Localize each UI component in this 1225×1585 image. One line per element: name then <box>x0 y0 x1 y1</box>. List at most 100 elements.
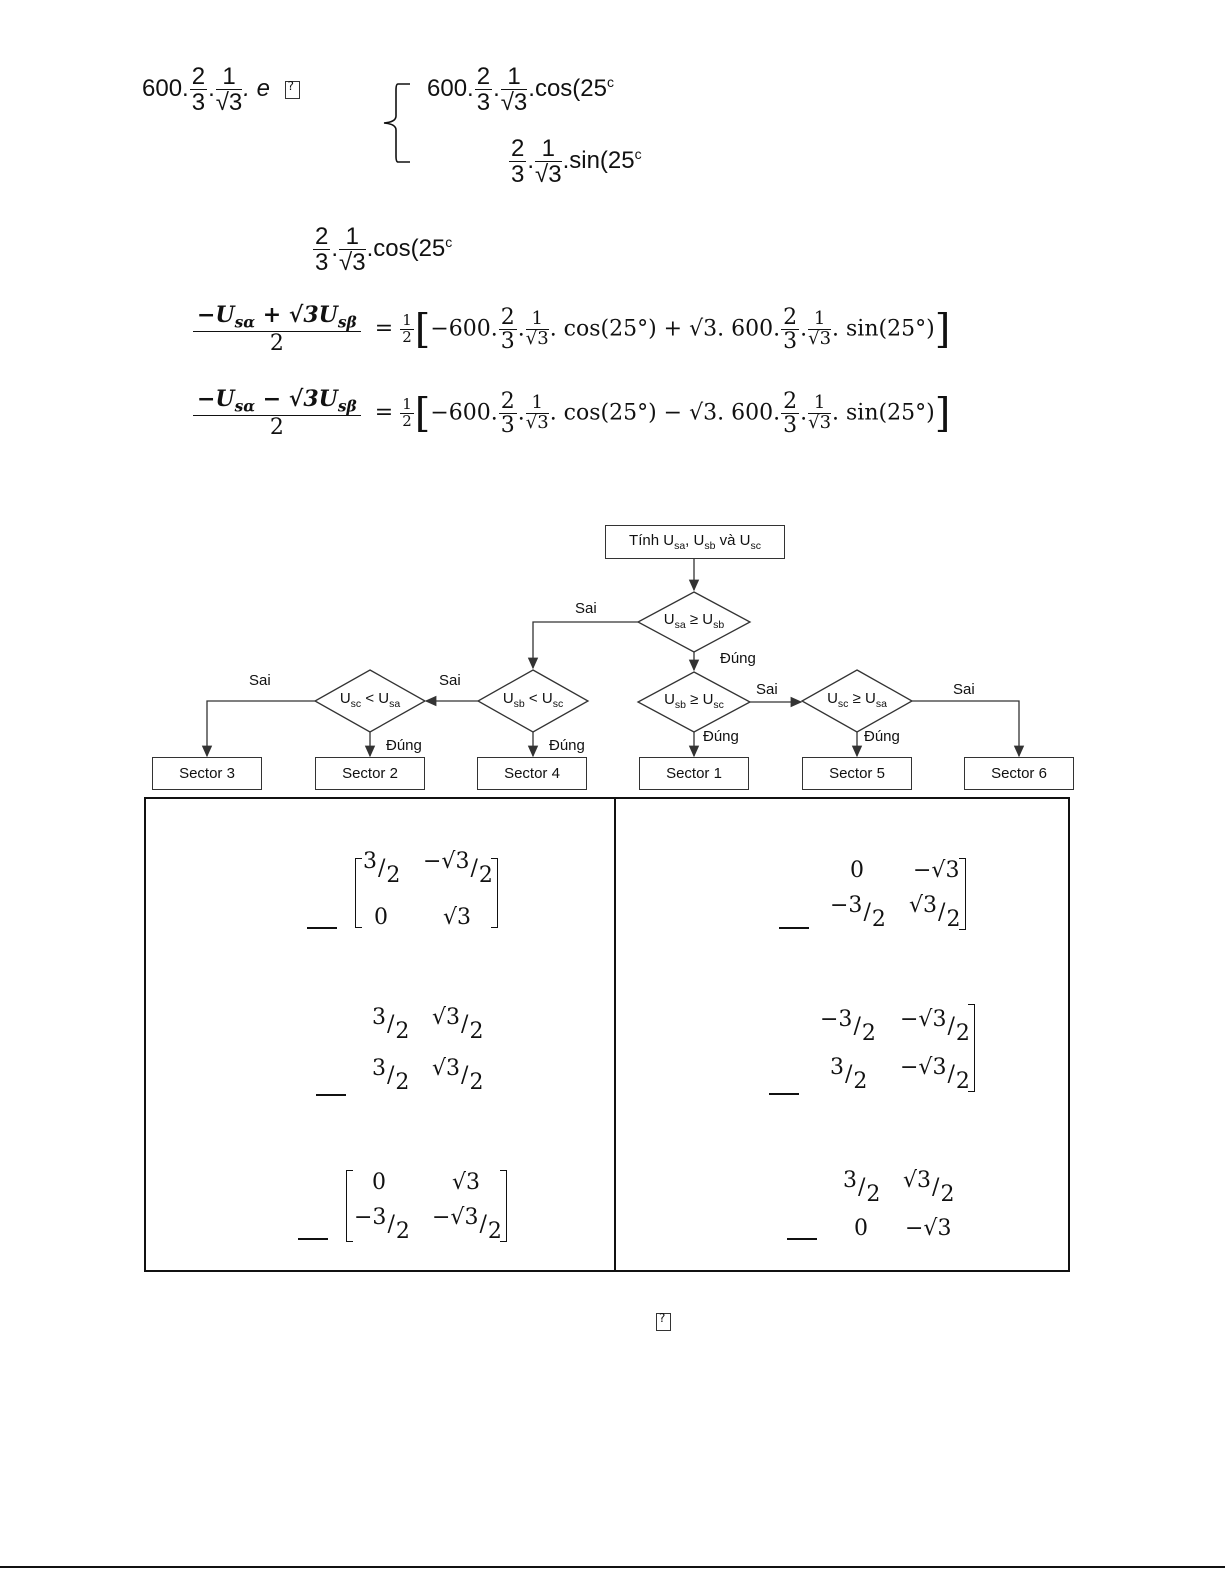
eq-text: . sin(25°) <box>832 316 935 342</box>
matrix-2-cell: √3/2 <box>432 1005 484 1044</box>
matrix-3-cell: 0 <box>372 1170 386 1195</box>
eq-lhs-num: −Usα − √3Usβ <box>193 388 361 416</box>
label-yes-d3: Đúng <box>386 737 422 754</box>
decision-4-label: Usb ≥ Usc <box>664 691 724 711</box>
missing-glyph-icon <box>656 1311 671 1331</box>
eq-text: . sin(25°) <box>832 400 935 426</box>
frac-den: 3 <box>315 249 329 277</box>
bracket-right <box>968 1004 975 1092</box>
sector-label: Sector 1 <box>666 765 722 782</box>
frac-num: 2 <box>498 388 517 414</box>
eq-sup: c <box>634 146 642 163</box>
frac-den: √3 <box>339 249 366 277</box>
eq-text: . e <box>243 75 270 103</box>
sector-1-box: Sector 1 <box>639 757 749 790</box>
matrix-3-cell: −3/2 <box>354 1205 410 1244</box>
eq-text: −600. <box>430 400 498 426</box>
table-divider <box>614 797 616 1272</box>
flow-start-box: Tính Usa, Usb và Usc <box>605 525 785 559</box>
matrix-6-cell: 0 <box>854 1216 868 1241</box>
sector-label: Sector 6 <box>991 765 1047 782</box>
matrix-3-cell: −√3/2 <box>432 1205 502 1244</box>
eq-lhs-den: 2 <box>269 414 284 440</box>
matrix-5-cell: 3/2 <box>830 1055 868 1094</box>
sector-label: Sector 5 <box>829 765 885 782</box>
matrix-1-underline <box>307 927 337 929</box>
frac-num: 2 <box>498 304 517 330</box>
matrix-2-cell: √3/2 <box>432 1056 484 1095</box>
sector-label: Sector 3 <box>179 765 235 782</box>
frac-num: 2 <box>313 223 331 251</box>
footer-missing-glyph <box>656 1311 671 1331</box>
eq-sup: c <box>606 74 614 91</box>
matrix-4-cell: −√3 <box>913 858 960 883</box>
label-no-d2: Sai <box>439 672 461 689</box>
matrix-6-cell: 3/2 <box>843 1168 881 1207</box>
frac-num: 2 <box>781 304 800 330</box>
frac-den: √3 <box>535 161 562 189</box>
matrix-4-underline <box>779 927 809 929</box>
matrix-1-cell: 0 <box>374 905 388 930</box>
sector-label: Sector 2 <box>342 765 398 782</box>
frac-den: 3 <box>476 89 491 117</box>
frac-den: √3 <box>215 89 243 117</box>
flow-start-label: Tính Usa, Usb và Usc <box>629 532 761 552</box>
eq-lhs-num: −Usα + √3Usβ <box>193 304 361 332</box>
matrix-5-cell: −3/2 <box>820 1007 876 1046</box>
label-no-d5: Sai <box>953 681 975 698</box>
matrix-4-cell: √3/2 <box>909 893 961 932</box>
frac-num: 2 <box>474 63 493 91</box>
frac-den: √3 <box>500 89 528 117</box>
eq-lhs-den: 2 <box>269 330 284 356</box>
eq-text: 600 <box>142 75 183 103</box>
decision-1-label: Usa ≥ Usb <box>663 611 725 631</box>
decision-5-label: Usc ≥ Usa <box>827 690 887 710</box>
frac-num: 1 <box>808 309 832 330</box>
matrix-3-underline <box>298 1238 328 1240</box>
sector-6-box: Sector 6 <box>964 757 1074 790</box>
matrix-3-cell: √3 <box>452 1170 481 1195</box>
matrix-6-underline <box>787 1238 817 1240</box>
frac-den: 3 <box>500 412 515 438</box>
frac-num: 2 <box>509 135 527 163</box>
bracket-right <box>959 858 966 930</box>
label-yes-d1: Đúng <box>720 650 756 667</box>
frac-num: 1 <box>339 224 366 251</box>
eq-text: . cos(25°) + √3. 600. <box>549 316 781 342</box>
eq-text: .sin(25 <box>562 147 635 175</box>
matrix-4-cell: −3/2 <box>830 893 886 932</box>
label-no-d4: Sai <box>756 681 778 698</box>
missing-glyph-icon <box>284 79 300 99</box>
sector-2-box: Sector 2 <box>315 757 425 790</box>
sector-label: Sector 4 <box>504 765 560 782</box>
frac-den: 3 <box>191 89 206 117</box>
frac-den: 2 <box>402 411 412 430</box>
flowchart-lines <box>201 558 1025 758</box>
frac-den: √3 <box>525 327 549 349</box>
frac-num: 1 <box>400 311 414 330</box>
matrix-table <box>144 797 1070 1272</box>
frac-den: √3 <box>808 411 832 433</box>
frac-den: 3 <box>511 161 525 189</box>
eq-text: −600. <box>430 316 498 342</box>
matrix-5-underline <box>769 1093 799 1095</box>
frac-num: 1 <box>215 64 243 91</box>
bracket-right <box>491 858 498 928</box>
eq-text: . cos(25°) − √3. 600. <box>549 400 781 426</box>
label-yes-d4: Đúng <box>703 728 739 745</box>
label-yes-d5: Đúng <box>864 728 900 745</box>
label-no-d1: Sai <box>575 600 597 617</box>
sector-3-box: Sector 3 <box>152 757 262 790</box>
sector-5-box: Sector 5 <box>802 757 912 790</box>
label-yes-d2: Đúng <box>549 737 585 754</box>
matrix-5-cell: −√3/2 <box>900 1007 970 1046</box>
page-bottom-rule <box>0 1566 1225 1568</box>
bracket-right <box>500 1170 507 1242</box>
frac-den: √3 <box>808 327 832 349</box>
frac-den: 2 <box>402 327 412 346</box>
frac-den: 3 <box>500 328 515 354</box>
